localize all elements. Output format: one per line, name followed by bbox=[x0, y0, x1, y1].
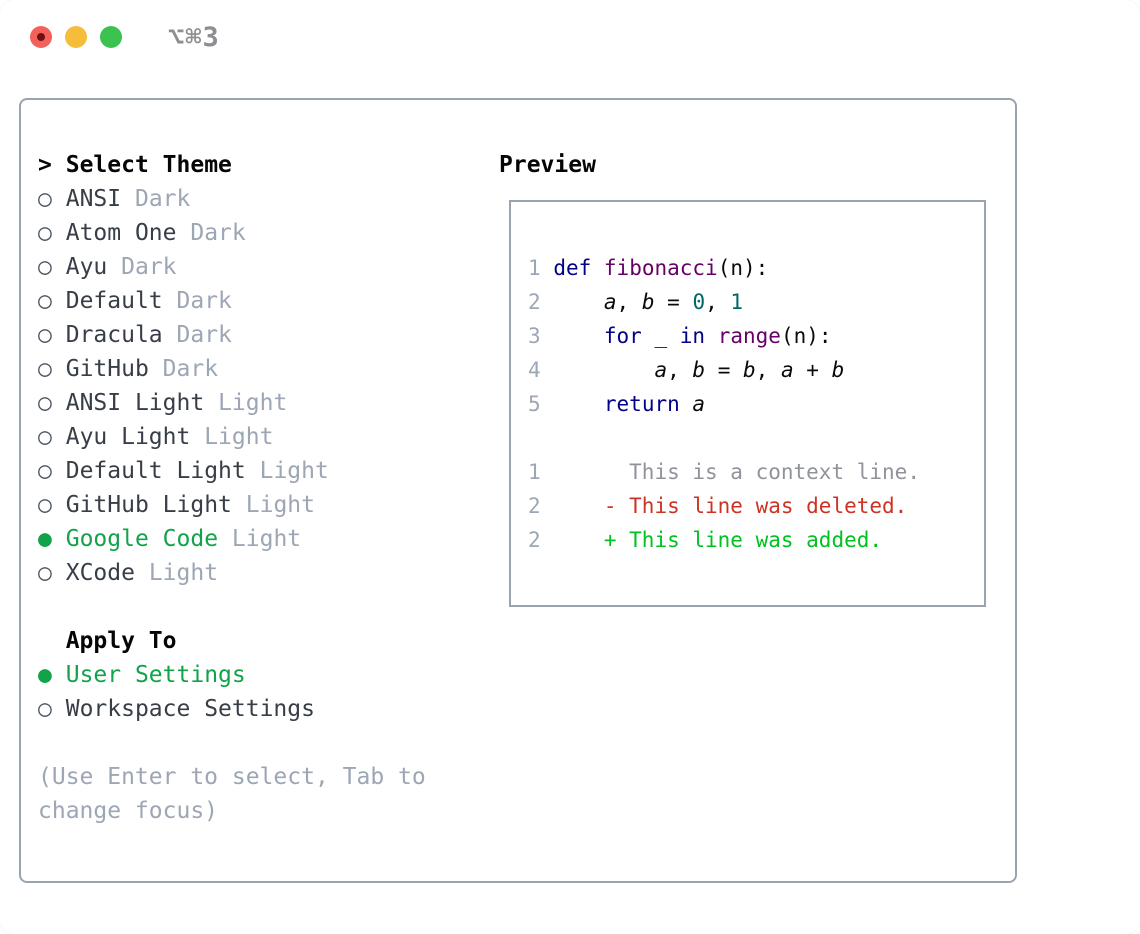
focus-cursor: > bbox=[38, 152, 52, 178]
apply-option-label: Workspace Settings bbox=[65, 696, 315, 722]
theme-name: Default bbox=[65, 288, 163, 314]
titlebar: ⌥⌘3 bbox=[30, 22, 220, 53]
theme-option[interactable]: ○ Default Dark bbox=[38, 284, 426, 318]
window-title: ⌥⌘3 bbox=[168, 21, 220, 53]
line-number: 2 bbox=[528, 528, 541, 552]
theme-variant-badge: Light bbox=[259, 458, 329, 484]
radio-icon: ○ bbox=[38, 186, 52, 212]
theme-option[interactable]: ○ Default Light Light bbox=[38, 454, 426, 488]
apply-option-label: User Settings bbox=[65, 662, 246, 688]
line-number: 2 bbox=[528, 290, 541, 314]
spacer bbox=[528, 421, 984, 455]
diff-line-context: 1 This is a context line. bbox=[528, 455, 984, 489]
diff-line-added: 2 + This line was added. bbox=[528, 523, 984, 557]
theme-variant-badge: Dark bbox=[176, 288, 232, 314]
theme-option[interactable]: ○ Ayu Light Light bbox=[38, 420, 426, 454]
radio-icon: ○ bbox=[38, 254, 52, 280]
radio-icon: ○ bbox=[38, 458, 52, 484]
theme-selector: > Select Theme ○ ANSI Dark○ Atom One Dar… bbox=[38, 148, 426, 828]
theme-variant-badge: Light bbox=[245, 492, 315, 518]
spacer bbox=[38, 726, 426, 760]
radio-icon: ○ bbox=[38, 356, 52, 382]
preview-heading-label: Preview bbox=[499, 152, 596, 178]
theme-variant-badge: Dark bbox=[190, 220, 246, 246]
theme-variant-badge: Dark bbox=[162, 356, 219, 382]
radio-icon: ○ bbox=[38, 390, 52, 416]
radio-icon: ○ bbox=[38, 322, 52, 348]
radio-icon: ○ bbox=[38, 424, 52, 450]
radio-icon: ○ bbox=[38, 560, 52, 586]
close-button[interactable] bbox=[30, 26, 52, 48]
theme-name: Ayu bbox=[65, 254, 108, 280]
select-theme-heading-label: Select Theme bbox=[65, 152, 232, 178]
theme-name: Ayu Light bbox=[65, 424, 191, 450]
line-number: 4 bbox=[528, 358, 541, 382]
code-line: 4 a, b = b, a + b bbox=[528, 358, 845, 382]
theme-list: ○ ANSI Dark○ Atom One Dark○ Ayu Dark○ De… bbox=[38, 182, 426, 590]
apply-to-heading: Apply To bbox=[38, 624, 426, 658]
apply-option[interactable]: ○ Workspace Settings bbox=[38, 692, 426, 726]
line-number: 1 bbox=[528, 256, 541, 280]
preview-box: 1 def fibonacci(n): 2 a, b = 0, 1 3 for _ … bbox=[509, 200, 986, 607]
radio-selected-icon: ● bbox=[38, 526, 52, 552]
radio-icon: ○ bbox=[38, 696, 52, 722]
theme-name: ANSI bbox=[65, 186, 122, 212]
zoom-button[interactable] bbox=[100, 26, 122, 48]
theme-name: Google Code bbox=[65, 526, 219, 552]
radio-selected-icon: ● bbox=[38, 662, 52, 688]
theme-variant-badge: Light bbox=[148, 560, 219, 586]
code-line: 2 a, b = 0, 1 bbox=[528, 290, 744, 314]
theme-option[interactable]: ○ Ayu Dark bbox=[38, 250, 426, 284]
apply-to-heading-label: Apply To bbox=[65, 628, 177, 654]
diff-text: This is a context line. bbox=[578, 460, 920, 484]
theme-option[interactable]: ○ Atom One Dark bbox=[38, 216, 426, 250]
theme-picker-panel: > Select Theme ○ ANSI Dark○ Atom One Dar… bbox=[19, 98, 1017, 883]
spacer bbox=[38, 590, 426, 624]
theme-name: Atom One bbox=[65, 220, 177, 246]
code-line: 5 return a bbox=[528, 392, 706, 416]
theme-variant-badge: Dark bbox=[121, 254, 177, 280]
theme-option[interactable]: ○ Dracula Dark bbox=[38, 318, 426, 352]
code-line: 1 def fibonacci(n): bbox=[528, 256, 769, 280]
theme-option[interactable]: ○ GitHub Dark bbox=[38, 352, 426, 386]
line-number: 1 bbox=[528, 460, 541, 484]
line-number: 2 bbox=[528, 494, 541, 518]
diff-text: + This line was added. bbox=[578, 528, 883, 552]
line-number: 5 bbox=[528, 392, 541, 416]
theme-name: GitHub bbox=[65, 356, 149, 382]
code-preview: 1 def fibonacci(n): 2 a, b = 0, 1 3 for _ … bbox=[511, 202, 984, 557]
help-text-line-2: change focus) bbox=[38, 798, 219, 824]
theme-option[interactable]: ● Google Code Light bbox=[38, 522, 426, 556]
theme-variant-badge: Light bbox=[204, 424, 274, 450]
diff-text: - This line was deleted. bbox=[578, 494, 908, 518]
minimize-button[interactable] bbox=[65, 26, 87, 48]
theme-name: Default Light bbox=[65, 458, 246, 484]
theme-option[interactable]: ○ GitHub Light Light bbox=[38, 488, 426, 522]
radio-icon: ○ bbox=[38, 492, 52, 518]
preview-heading: Preview bbox=[499, 148, 596, 182]
theme-name: Dracula bbox=[65, 322, 163, 348]
theme-option[interactable]: ○ XCode Light bbox=[38, 556, 426, 590]
theme-variant-badge: Dark bbox=[176, 322, 232, 348]
apply-to-list: ● User Settings○ Workspace Settings bbox=[38, 658, 426, 726]
select-theme-heading: > Select Theme bbox=[38, 148, 426, 182]
apply-option[interactable]: ● User Settings bbox=[38, 658, 426, 692]
close-dot-icon bbox=[37, 33, 45, 41]
diff-line-deleted: 2 - This line was deleted. bbox=[528, 489, 984, 523]
theme-variant-badge: Light bbox=[231, 526, 302, 552]
theme-name: XCode bbox=[65, 560, 135, 586]
code-line: 3 for _ in range(n): bbox=[528, 324, 832, 348]
theme-name: GitHub Light bbox=[65, 492, 232, 518]
radio-icon: ○ bbox=[38, 220, 52, 246]
help-text-line-1: (Use Enter to select, Tab to bbox=[38, 764, 426, 790]
theme-variant-badge: Light bbox=[218, 390, 288, 416]
theme-variant-badge: Dark bbox=[134, 186, 191, 212]
theme-option[interactable]: ○ ANSI Light Light bbox=[38, 386, 426, 420]
theme-name: ANSI Light bbox=[65, 390, 205, 416]
theme-option[interactable]: ○ ANSI Dark bbox=[38, 182, 426, 216]
line-number: 3 bbox=[528, 324, 541, 348]
radio-icon: ○ bbox=[38, 288, 52, 314]
